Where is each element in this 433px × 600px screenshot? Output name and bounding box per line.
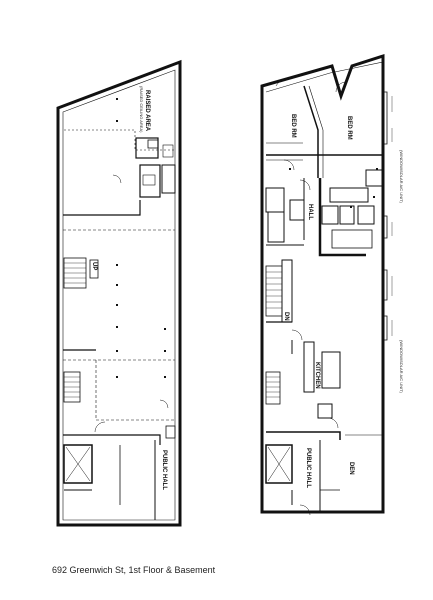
first-floor-outer-wall xyxy=(260,53,385,514)
first-floor-public-hall-label: PUBLIC HALL xyxy=(305,448,311,488)
bedroom-2-label: BED RM xyxy=(346,116,352,140)
first-floor-stair-down-label: DN xyxy=(283,312,289,321)
basement-plan xyxy=(56,59,182,527)
den-label: DEN xyxy=(348,462,354,475)
hall-label: HALL xyxy=(307,204,313,220)
basement-outer-wall xyxy=(56,59,182,527)
raised-area-sublabel: (RAISED CEILING AREA) xyxy=(139,86,144,133)
bedroom-1-label: BED RM xyxy=(290,114,296,138)
window-note-upper: (WINDOW/SOLAR A/C UNIT) xyxy=(399,150,404,204)
window-note-lower: (WINDOW/SOLAR A/C UNIT) xyxy=(399,340,404,394)
basement-stair-up-label: UP xyxy=(91,262,97,270)
basement-public-hall-label: PUBLIC HALL xyxy=(161,450,167,490)
plan-caption: 692 Greenwich St, 1st Floor & Basement xyxy=(52,565,216,575)
first-floor-plan xyxy=(260,53,393,516)
kitchen-label: KITCHEN xyxy=(314,362,320,389)
raised-area-label: RAISED AREA xyxy=(144,90,150,132)
